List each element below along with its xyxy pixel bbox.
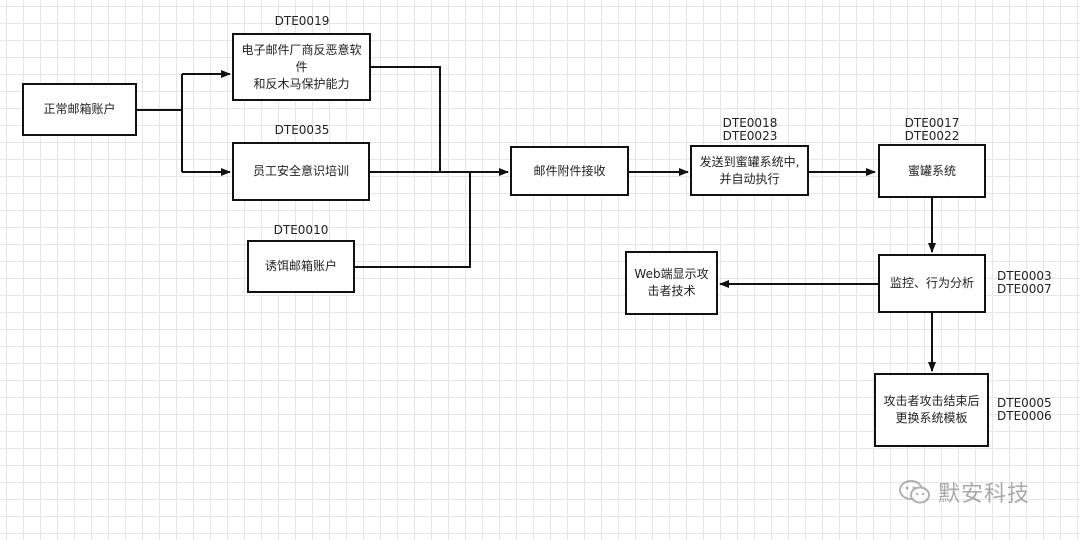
edge-decoy-to-merge bbox=[355, 172, 471, 268]
edge-normal-mailbox-trunk bbox=[137, 74, 183, 172]
tag-av-vendor: DTE0019 bbox=[274, 14, 330, 28]
wechat-icon bbox=[899, 480, 930, 504]
edge-av-vendor-to-merge bbox=[371, 66, 441, 172]
tag-send-to-honeypot: DTE0018 DTE0023 bbox=[722, 116, 778, 143]
node-decoy-mailbox: 诱饵邮箱账户 bbox=[247, 240, 355, 293]
node-monitor-analysis: 监控、行为分析 bbox=[878, 254, 986, 313]
tag-decoy-mailbox: DTE0010 bbox=[273, 223, 329, 237]
node-web-display: Web端显示攻 击者技术 bbox=[625, 251, 718, 315]
node-attachment-receive: 邮件附件接收 bbox=[510, 146, 629, 196]
node-normal-mailbox: 正常邮箱账户 bbox=[22, 83, 137, 136]
tag-monitor-analysis: DTE0003 DTE0007 bbox=[997, 269, 1052, 296]
node-av-vendor: 电子邮件厂商反恶意软件 和反木马保护能力 bbox=[232, 33, 371, 101]
tag-template-replace: DTE0005 DTE0006 bbox=[997, 396, 1052, 423]
node-honeypot: 蜜罐系统 bbox=[878, 144, 986, 198]
tag-honeypot: DTE0017 DTE0022 bbox=[904, 116, 960, 143]
node-security-training: 员工安全意识培训 bbox=[232, 142, 370, 201]
tag-security-training: DTE0035 bbox=[274, 123, 330, 137]
watermark: 默安科技 bbox=[898, 476, 1030, 508]
node-send-to-honeypot: 发送到蜜罐系统中, 并自动执行 bbox=[690, 145, 809, 196]
node-template-replace: 攻击者攻击结束后 更换系统模板 bbox=[874, 373, 989, 447]
watermark-text: 默安科技 bbox=[938, 482, 1031, 507]
